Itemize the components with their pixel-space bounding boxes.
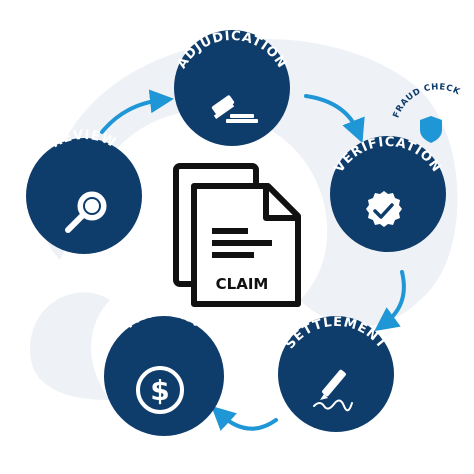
- step-settlement: SETTLEMENT: [278, 315, 394, 432]
- background-swoosh-lower: [30, 292, 110, 400]
- pen-signature-icon: [313, 369, 353, 412]
- arrow-settlement-to-payment: [211, 405, 278, 431]
- review-label: REVIEW: [49, 128, 118, 151]
- dollar-coin-icon: $: [136, 366, 184, 414]
- step-verification: VERIFICATION: [330, 135, 446, 252]
- magnifying-glass-icon: [65, 191, 107, 233]
- background-swoosh: [41, 39, 458, 327]
- checkmark-badge-icon: [366, 191, 402, 227]
- document-stack-icon: CLAIM: [173, 163, 301, 307]
- arrow-review-to-adjudication: [100, 89, 174, 134]
- gavel-icon: [211, 95, 258, 123]
- svg-text:REVIEW: REVIEW: [49, 128, 119, 151]
- svg-text:$: $: [150, 374, 169, 407]
- arrow-verification-to-settlement: [374, 270, 406, 332]
- step-review: REVIEW: [26, 128, 142, 254]
- step-adjudication: ADJUDICATION: [174, 29, 290, 146]
- arrow-adjudication-to-verification: [304, 94, 365, 144]
- shield-icon: [420, 116, 442, 143]
- step-payment: PAYMENT $: [104, 305, 224, 436]
- claim-label: CLAIM: [216, 275, 269, 293]
